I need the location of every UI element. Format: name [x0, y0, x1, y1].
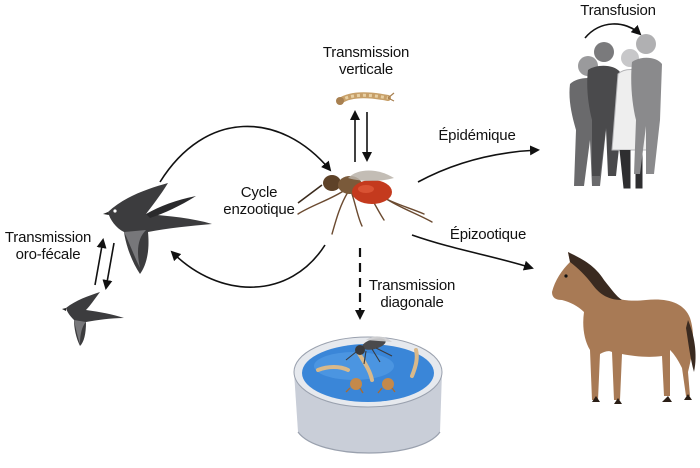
label-transfusion: Transfusion — [580, 2, 656, 19]
people-icon — [569, 34, 662, 189]
arrow-orofecal-up — [94, 238, 107, 286]
label-transmission-oro-fecale-line2: oro-fécale — [15, 246, 81, 263]
horse-icon — [552, 252, 696, 404]
label-cycle-enzootique-line2: enzootique — [223, 201, 295, 218]
label-transmission-oro-fecale-line1: Transmission — [4, 229, 92, 246]
swallow-small-icon — [62, 292, 124, 346]
arrow-epidemique — [417, 145, 540, 183]
label-transmission-verticale: Transmission verticale — [316, 44, 416, 78]
larvae-in-water — [316, 348, 419, 394]
label-cycle-enzootique: Cycle enzootique — [214, 184, 304, 218]
arrow-orofecal-down — [102, 242, 115, 290]
arrow-mosquito-to-bird — [170, 244, 326, 288]
label-transmission-diagonale: Transmission diagonale — [362, 277, 462, 311]
arrow-bird-to-mosquito — [159, 125, 332, 183]
water-container-icon — [293, 336, 443, 454]
swallow-icon — [103, 183, 212, 274]
arrows — [94, 23, 642, 320]
arrow-epizootique — [411, 234, 534, 271]
label-transmission-oro-fecale: Transmission oro-fécale — [0, 229, 96, 263]
label-transmission-verticale-line2: verticale — [338, 61, 394, 78]
larva-icon — [336, 92, 395, 105]
label-epizootique: Épizootique — [449, 226, 527, 243]
label-cycle-enzootique-line1: Cycle — [240, 184, 278, 201]
mosquito-icon — [297, 170, 433, 235]
label-transmission-verticale-line1: Transmission — [322, 44, 410, 61]
label-epidemique: Épidémique — [438, 127, 516, 144]
label-transmission-diagonale-line2: diagonale — [380, 294, 444, 311]
label-transmission-diagonale-line1: Transmission — [368, 277, 456, 294]
mosquito-small-icon — [345, 336, 393, 365]
arrow-transfusion — [584, 23, 642, 39]
